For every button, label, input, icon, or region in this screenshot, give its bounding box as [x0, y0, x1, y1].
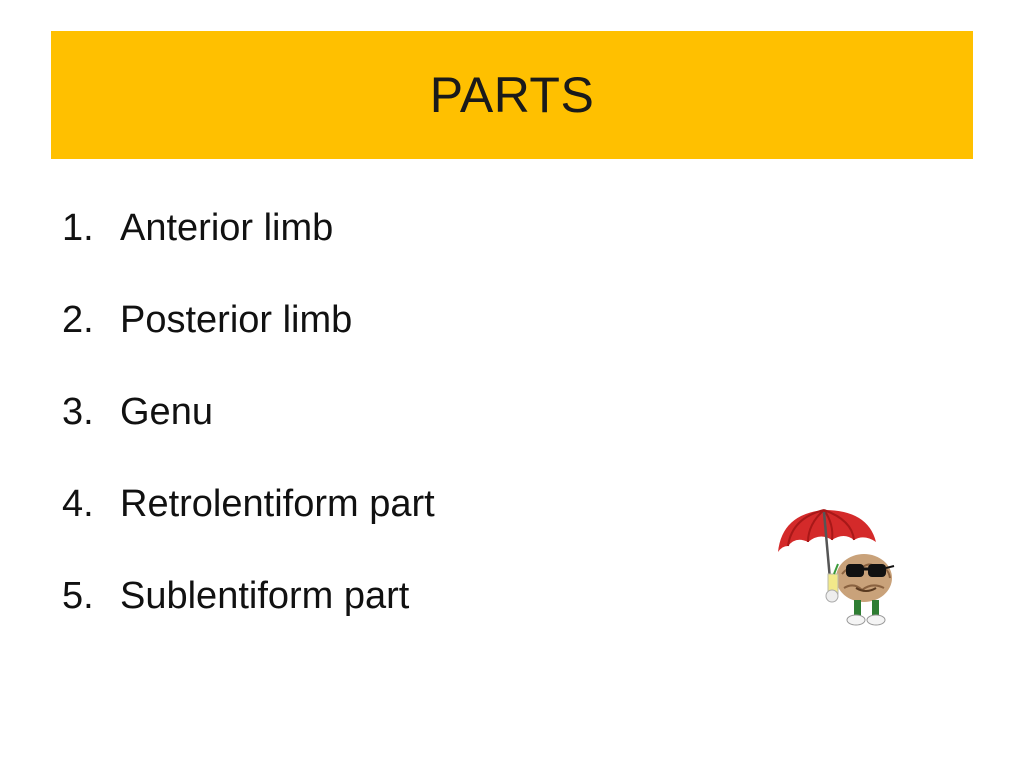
slide-title: PARTS	[429, 67, 595, 123]
brain-umbrella-clipart-icon	[772, 504, 902, 632]
list-item: 2. Posterior limb	[62, 299, 435, 391]
list-item-number: 1.	[62, 207, 94, 249]
list-item: 5. Sublentiform part	[62, 575, 435, 667]
list-item-label: Anterior limb	[120, 207, 334, 249]
list-item-label: Retrolentiform part	[120, 483, 435, 525]
title-bar: PARTS	[51, 31, 973, 159]
parts-list: 1. Anterior limb 2. Posterior limb 3. Ge…	[62, 207, 435, 667]
list-item-label: Genu	[120, 391, 213, 433]
list-item-label: Sublentiform part	[120, 575, 410, 617]
list-item-number: 4.	[62, 483, 94, 525]
list-item-number: 5.	[62, 575, 94, 617]
list-item: 3. Genu	[62, 391, 435, 483]
list-item: 1. Anterior limb	[62, 207, 435, 299]
list-item-number: 2.	[62, 299, 94, 341]
list-item-label: Posterior limb	[120, 299, 353, 341]
list-item: 4. Retrolentiform part	[62, 483, 435, 575]
list-item-number: 3.	[62, 391, 94, 433]
